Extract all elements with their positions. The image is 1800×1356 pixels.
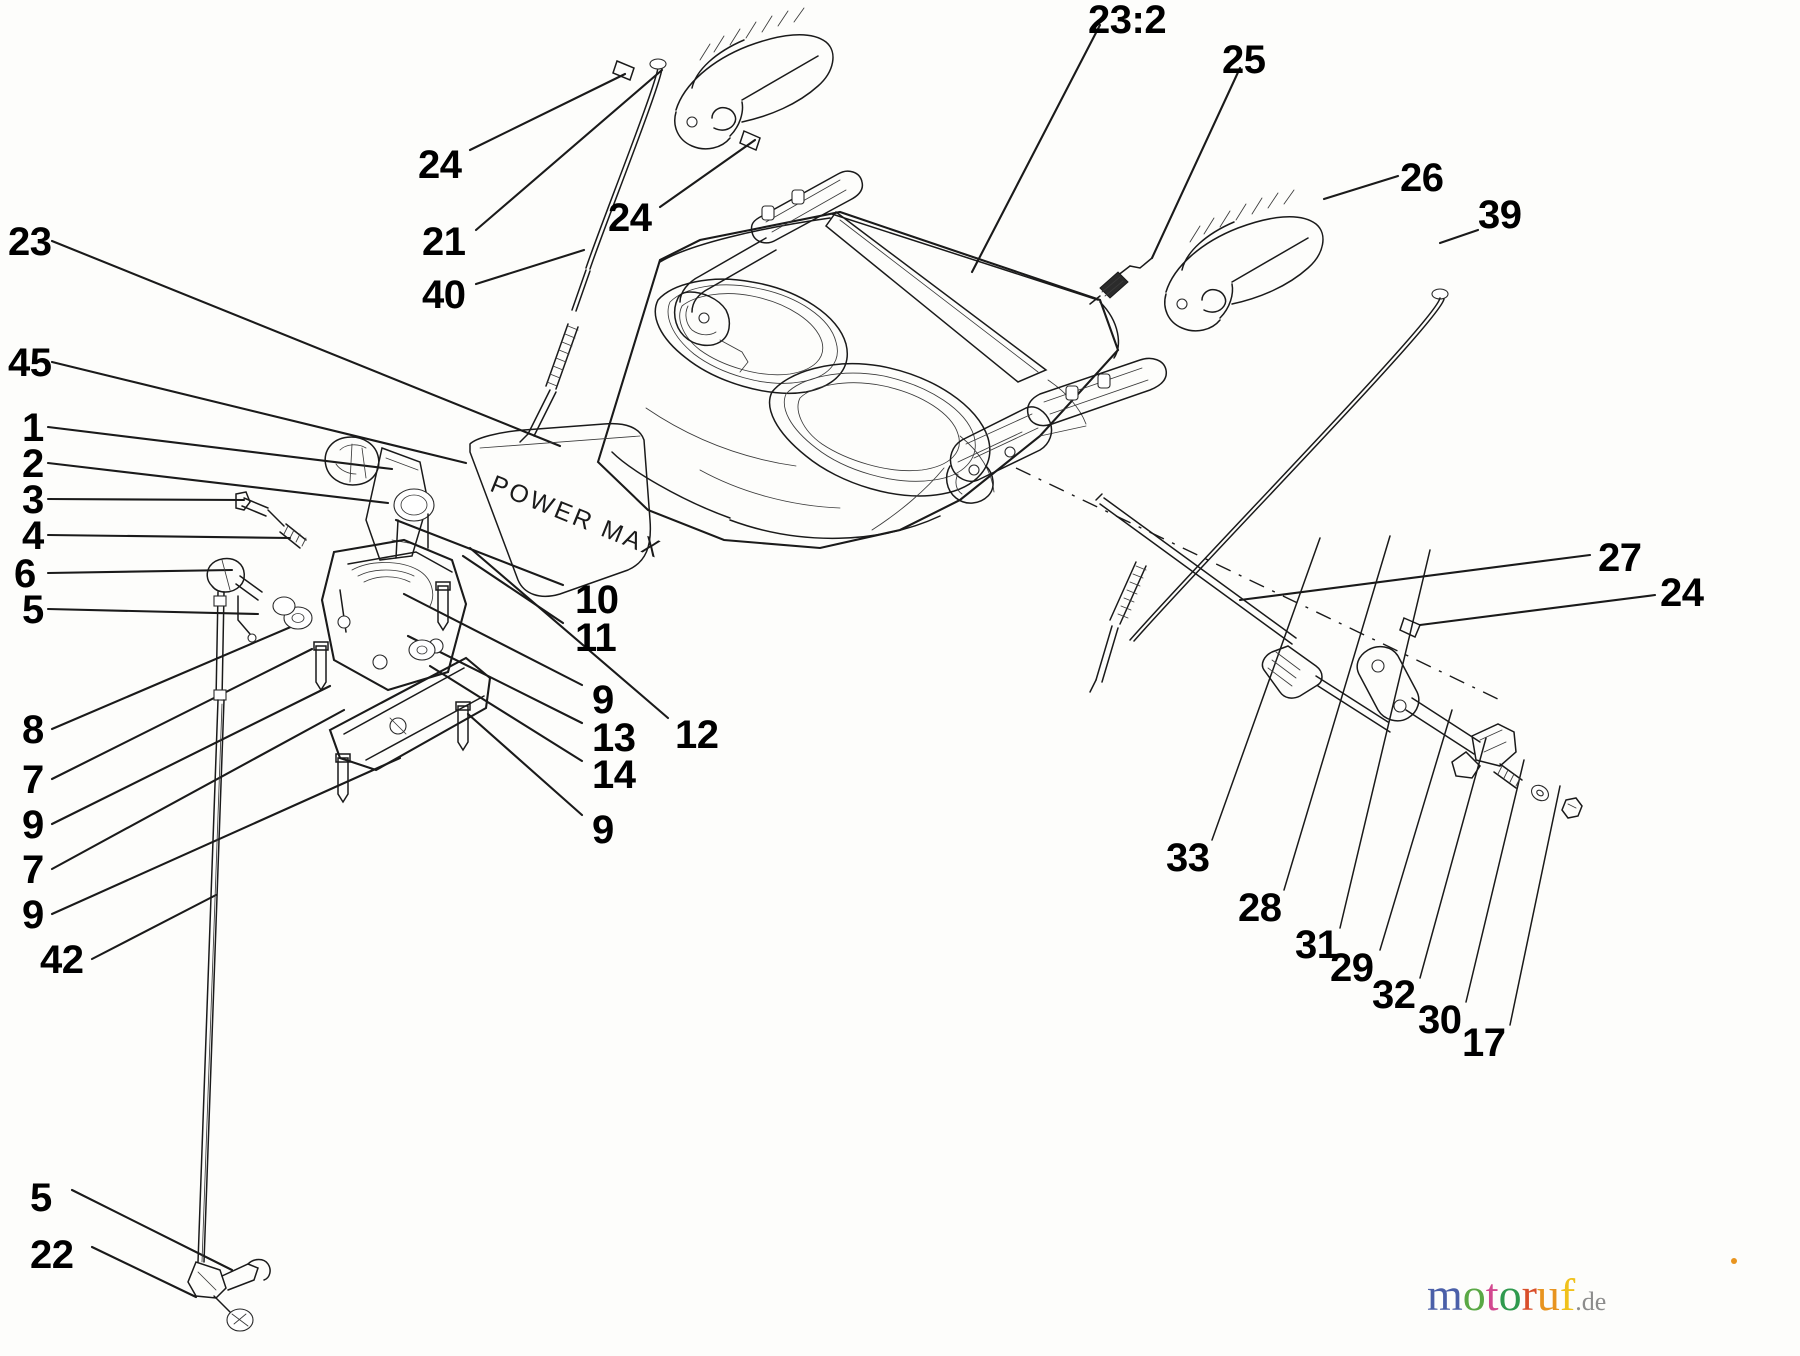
- callout-5-upper: 5: [22, 588, 44, 632]
- callout-8: 8: [22, 708, 44, 752]
- callout-10: 10: [575, 578, 619, 622]
- right-grip-assembly: [1164, 189, 1324, 332]
- callout-4: 4: [22, 514, 44, 558]
- callout-9-a: 9: [22, 803, 44, 847]
- callout-7-lower: 7: [22, 848, 44, 892]
- logo-accent-dot: [1731, 1258, 1737, 1264]
- callout-30: 30: [1418, 998, 1462, 1042]
- logo-letter-o1: o: [1462, 1269, 1486, 1320]
- logo-letter-u: u: [1536, 1269, 1560, 1320]
- callout-31: 31: [1295, 923, 1339, 967]
- callout-13: 13: [592, 716, 636, 760]
- callout-9-d: 9: [592, 808, 614, 852]
- cable-39: [1089, 288, 1449, 693]
- callout-5-lower: 5: [30, 1176, 52, 1220]
- callout-25: 25: [1222, 38, 1266, 82]
- callout-23: 23: [8, 220, 52, 264]
- callout-45: 45: [8, 341, 52, 385]
- callout-29: 29: [1330, 946, 1374, 990]
- logo-letter-f: f: [1559, 1269, 1576, 1320]
- callout-24-a: 24: [418, 143, 462, 187]
- callout-11: 11: [575, 616, 617, 660]
- callout-9-c: 9: [592, 678, 614, 722]
- callout-14: 14: [592, 753, 636, 797]
- callout-28: 28: [1238, 886, 1282, 930]
- logo-letter-m: m: [1427, 1269, 1463, 1320]
- logo-letter-o2: o: [1498, 1269, 1522, 1320]
- callout-17: 17: [1462, 1021, 1506, 1065]
- callout-24-b: 24: [608, 196, 652, 240]
- callout-12: 12: [675, 713, 719, 757]
- logo-suffix-de: .de: [1575, 1287, 1607, 1316]
- callout-42: 42: [40, 938, 84, 982]
- callout-2: 2: [22, 442, 44, 486]
- callout-21: 21: [422, 220, 466, 264]
- motoruf-watermark: motoruf.de: [1427, 1272, 1606, 1318]
- callout-33: 33: [1166, 836, 1210, 880]
- callout-26: 26: [1400, 156, 1444, 200]
- callout-7-upper: 7: [22, 758, 44, 802]
- axle-shaft-assembly-27: [1015, 467, 1583, 819]
- spring-25: [1089, 257, 1153, 305]
- callout-9-b: 9: [22, 893, 44, 937]
- callout-23-2: 23:2: [1088, 0, 1167, 42]
- left-handle-bar: [673, 170, 864, 373]
- callout-27: 27: [1598, 536, 1642, 580]
- snowthrower-housing: [596, 210, 1120, 550]
- callout-40: 40: [422, 273, 466, 317]
- power-max-decal: [469, 422, 652, 598]
- callout-32: 32: [1372, 973, 1416, 1017]
- logo-letter-t: t: [1485, 1269, 1499, 1320]
- callout-24-c: 24: [1660, 571, 1704, 615]
- callout-22: 22: [30, 1233, 74, 1277]
- right-handle-bar: [945, 357, 1168, 504]
- callout-3: 3: [22, 478, 44, 522]
- control-bracket-cluster: [187, 436, 492, 1332]
- logo-letter-r: r: [1521, 1269, 1537, 1320]
- callout-39: 39: [1478, 193, 1522, 237]
- callout-6: 6: [14, 552, 36, 596]
- callout-1: 1: [22, 406, 44, 450]
- leader-lines: [46, 23, 1657, 1299]
